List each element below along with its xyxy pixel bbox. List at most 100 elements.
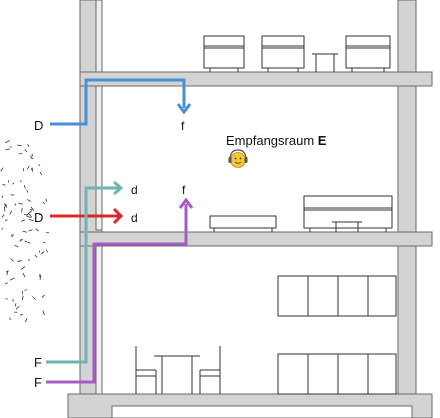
furniture-top-floor xyxy=(203,35,391,72)
shrub-mark xyxy=(45,249,49,253)
shrub-mark xyxy=(30,167,33,171)
shrub-mark xyxy=(27,241,31,244)
shrub-mark xyxy=(12,233,14,237)
shrub-mark xyxy=(28,213,33,218)
shrub-mark xyxy=(12,182,15,185)
shrub-mark xyxy=(10,258,14,262)
shrub-mark xyxy=(19,238,22,242)
chair-left xyxy=(135,346,157,394)
bench xyxy=(209,215,277,232)
shrub-mark xyxy=(31,168,34,172)
shrub-mark xyxy=(42,310,45,316)
shrub-mark xyxy=(4,282,8,285)
shrub-mark xyxy=(2,183,6,186)
room-title: Empfangsraum E xyxy=(226,133,327,148)
shrub-mark xyxy=(35,228,39,232)
red-arrow-head xyxy=(112,207,124,225)
shrub-mark xyxy=(15,305,20,310)
shrub-mark xyxy=(23,184,26,189)
shrub-mark xyxy=(27,199,32,202)
room-letter: E xyxy=(318,133,327,148)
inlet-label-d-upper: D xyxy=(34,118,43,133)
outlet-label-f-upper: f xyxy=(181,119,185,133)
shrub-mark xyxy=(42,201,46,205)
shrub-mark xyxy=(26,215,31,218)
purple-flow-line xyxy=(46,204,188,384)
armchair-2 xyxy=(261,35,305,72)
shrub-mark xyxy=(21,219,26,222)
bottom-slab-recess xyxy=(111,405,413,418)
facade-window-strip-middle xyxy=(95,85,103,231)
sofa-top xyxy=(345,35,391,72)
outlet-label-f-lower: f xyxy=(182,183,186,197)
shrub-mark xyxy=(32,296,36,300)
inlet-label-f-upper: F xyxy=(34,355,42,370)
shrub-mark xyxy=(29,208,33,211)
shrub-mark xyxy=(5,298,8,300)
shrub-mark xyxy=(6,270,9,276)
floor-slab-upper xyxy=(79,71,433,87)
outlet-label-d-upper: d xyxy=(131,183,138,197)
shrub-mark xyxy=(20,239,24,241)
shrub-mark xyxy=(1,213,5,218)
dining-table xyxy=(154,355,200,394)
shrub-mark xyxy=(26,165,30,170)
shrub-mark xyxy=(41,294,45,298)
shrub-mark xyxy=(45,198,47,202)
shrub-mark xyxy=(21,207,23,213)
wall-cabinets xyxy=(277,275,397,317)
shrub-mark xyxy=(24,289,27,292)
purple-arrow-head xyxy=(178,197,194,209)
shrub-mark xyxy=(39,171,43,176)
shrub-mark xyxy=(26,190,29,193)
armchair-1 xyxy=(203,35,245,72)
shrub-mark xyxy=(18,202,23,205)
facade-window-strip-upper xyxy=(95,0,103,73)
shrub-mark xyxy=(1,195,4,198)
furniture-lower-floor xyxy=(135,275,397,395)
side-table-top xyxy=(312,53,338,72)
shrub-mark xyxy=(24,149,28,153)
furniture-reception xyxy=(209,195,393,232)
base-cabinets xyxy=(277,353,397,395)
inlet-label-d-lower: D xyxy=(34,210,43,225)
shrub-mark xyxy=(9,210,13,215)
shrub-mark xyxy=(27,144,30,148)
shrub-mark xyxy=(14,303,17,307)
shrub-mark xyxy=(38,213,42,216)
shrub-mark xyxy=(38,164,41,166)
coffee-table xyxy=(332,221,362,232)
shrubbery-outside xyxy=(0,140,50,323)
facade-window-strip-lower xyxy=(95,245,103,407)
shrub-mark xyxy=(14,203,17,206)
shrub-mark xyxy=(9,146,12,148)
room-name: Empfangsraum xyxy=(226,133,314,148)
shrub-mark xyxy=(5,148,11,151)
shrub-mark xyxy=(28,219,34,222)
shrub-mark xyxy=(9,277,15,281)
shrub-mark xyxy=(24,240,28,243)
shrub-mark xyxy=(28,229,33,232)
shrub-mark xyxy=(30,157,34,160)
teal-arrow-head xyxy=(113,180,124,196)
shrub-mark xyxy=(3,203,7,208)
shrub-mark xyxy=(39,275,42,280)
flow-lines xyxy=(46,78,194,384)
shrub-mark xyxy=(42,241,46,244)
shrub-mark xyxy=(21,290,24,295)
blue-arrow-head xyxy=(176,103,192,115)
shrub-mark xyxy=(28,210,33,214)
shrub-mark xyxy=(0,167,4,172)
shrub-mark xyxy=(17,260,22,262)
shrub-mark xyxy=(22,272,26,278)
shrub-mark xyxy=(4,206,6,212)
shrub-mark xyxy=(17,144,22,147)
outlet-label-d-lower: d xyxy=(131,211,138,225)
shrub-mark xyxy=(14,245,19,248)
shrub-mark xyxy=(22,230,28,233)
shrub-mark xyxy=(20,266,26,270)
shrub-mark xyxy=(40,251,45,255)
shrub-mark xyxy=(5,140,10,144)
shrub-mark xyxy=(30,206,35,211)
